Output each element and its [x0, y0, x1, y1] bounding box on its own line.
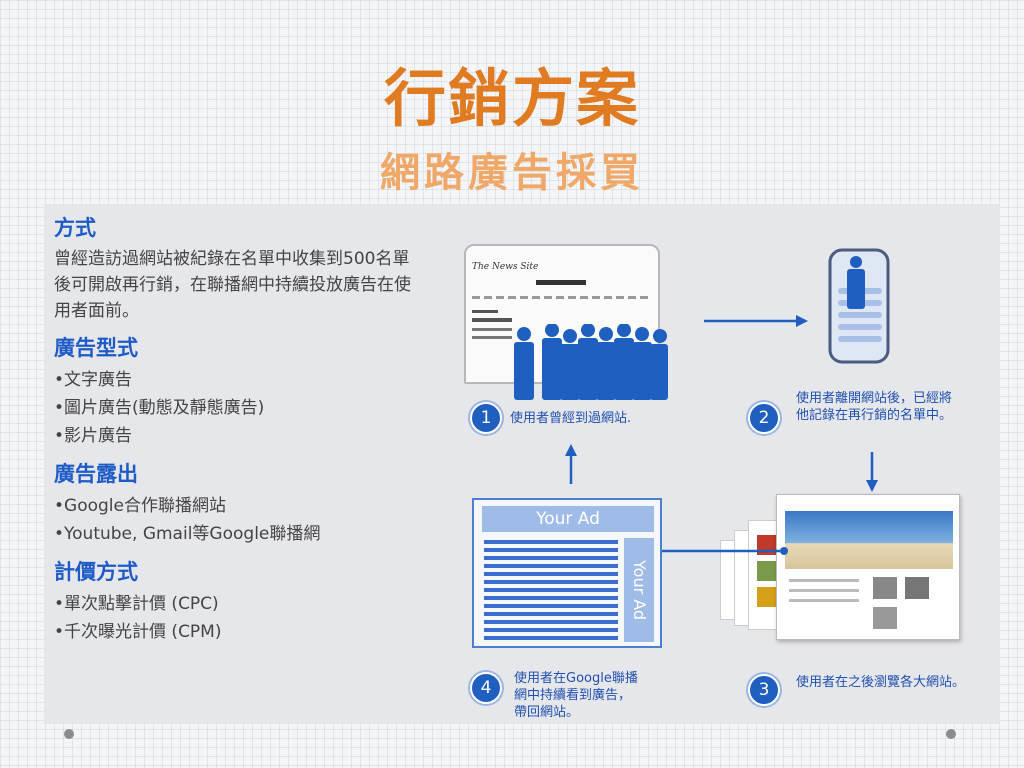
ad-exposure-item: •Youtube, Gmail等Google聯播網 [54, 524, 321, 544]
site-text-line [472, 336, 512, 339]
site-header-bar [536, 280, 586, 285]
ad-text-line [484, 628, 618, 632]
site-text-line [789, 579, 859, 582]
ad-banner-side: Your Ad [624, 538, 654, 642]
site-thumbnail [873, 607, 897, 629]
pricing-item: •千次曝光計價 (CPM) [54, 622, 222, 642]
step-4-line-3: 帶回網站。 [514, 705, 580, 720]
ad-text-line [484, 540, 618, 544]
ad-type-item: •圖片廣告(動態及靜態廣告) [54, 398, 265, 418]
ad-text-line [484, 612, 618, 616]
step-1-text: 使用者曾經到過網站. [510, 411, 632, 426]
remarketing-list-icon [828, 248, 890, 364]
crowd-icon [514, 324, 668, 400]
method-heading: 方式 [54, 216, 96, 240]
ad-text-line [484, 572, 618, 576]
site-thumbnail [757, 561, 781, 581]
decorative-dot-right [946, 729, 956, 739]
ad-banner-top: Your Ad [482, 506, 654, 532]
info-column: 方式 曾經造訪過網站被紀錄在名單中收集到500名單後可開啟再行銷，在聯播網中持續… [54, 212, 414, 646]
site-nav-bar [472, 296, 652, 299]
page-title: 行銷方案 [383, 62, 640, 135]
browsed-site-main [776, 494, 960, 640]
arrow-up-icon [565, 444, 577, 484]
site-text-line [472, 328, 512, 331]
ad-illustration: Your Ad Your Ad [472, 498, 662, 648]
step-1-badge: 1 [470, 402, 502, 434]
ad-text-line [484, 548, 618, 552]
pricing-heading: 計價方式 [54, 560, 138, 584]
arrow-down-icon [866, 452, 878, 492]
site-text-line [472, 310, 498, 313]
step-4-line-2: 網中持續看到廣告， [514, 688, 632, 703]
ad-text-line [484, 596, 618, 600]
ad-text-line [484, 636, 618, 640]
ad-exposure-item: •Google合作聯播網站 [54, 496, 226, 516]
step-2-line-2: 他記錄在再行銷的名單中。 [796, 408, 953, 423]
site-text-line [472, 318, 512, 322]
ad-text-line [484, 604, 618, 608]
ad-type-item: •影片廣告 [54, 426, 133, 446]
site-text-line [789, 599, 859, 602]
method-text: 曾經造訪過網站被紀錄在名單中收集到500名單後可開啟再行銷，在聯播網中持續投放廣… [54, 249, 411, 321]
page-subtitle: 網路廣告採買 [380, 150, 644, 196]
ad-text-line [484, 588, 618, 592]
ad-text-line [484, 556, 618, 560]
decorative-dot-left [64, 729, 74, 739]
site-text-line [789, 589, 859, 592]
step-4-badge: 4 [470, 672, 502, 704]
beach-photo [785, 511, 953, 569]
ad-text-line [484, 620, 618, 624]
site-thumbnail [757, 587, 781, 607]
site-thumbnail [873, 577, 897, 599]
ad-text-line [484, 564, 618, 568]
ad-type-item: •文字廣告 [54, 370, 133, 390]
pricing-item: •單次點擊計價 (CPC) [54, 594, 219, 614]
site-thumbnail [905, 577, 929, 599]
step-2-line-1: 使用者離開網站後，已經將 [796, 391, 953, 406]
content-panel: 方式 曾經造訪過網站被紀錄在名單中收集到500名單後可開啟再行銷，在聯播網中持續… [44, 204, 1000, 724]
step-3-text: 使用者在之後瀏覽各大網站。 [796, 675, 966, 690]
ad-exposure-heading: 廣告露出 [54, 462, 138, 486]
step-2-badge: 2 [748, 402, 780, 434]
arrow-right-icon [704, 315, 808, 327]
ad-text-line [484, 580, 618, 584]
news-site-name: The News Site [472, 262, 539, 272]
step-3-badge: 3 [748, 674, 780, 706]
step-4-line-1: 使用者在Google聯播 [514, 671, 638, 686]
ad-types-heading: 廣告型式 [54, 336, 138, 360]
ad-connector-line [640, 547, 788, 555]
